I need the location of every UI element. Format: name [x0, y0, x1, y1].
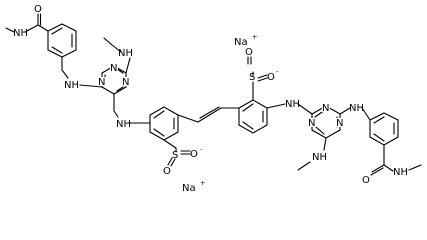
amide-oxygen-right: O	[362, 175, 370, 186]
methylamino-nh-left: NH	[118, 48, 133, 59]
atom-labels: O NH NH NH N N N NH S O O - Na + Na + O …	[13, 4, 408, 194]
sodium-ion-1-charge: +	[200, 179, 205, 187]
triazine-right-n1: N	[322, 103, 329, 114]
sodium-ion-2: Na	[234, 37, 248, 48]
methylamino-nh-right: NH	[312, 152, 327, 163]
sulfonate-1-charge: -	[200, 145, 203, 153]
sodium-ion-1: Na	[182, 183, 196, 194]
triazine-left-n3: N	[122, 77, 129, 88]
chemical-structure-canvas: O NH NH NH N N N NH S O O - Na + Na + O …	[5, 4, 422, 194]
nh-link-2: NH	[116, 119, 131, 130]
bond-lines	[5, 13, 422, 176]
sulfonate-1-oxygen-bottom: O	[163, 166, 171, 177]
nh-link-4: NH	[349, 103, 364, 114]
amide-nh-left: NH	[13, 28, 28, 39]
sulfonate-2-oxygen-right: O	[267, 72, 275, 83]
triazine-left-n2: N	[98, 77, 105, 88]
nh-link-1: NH	[64, 80, 79, 91]
sulfonate-2-charge: -	[276, 67, 279, 75]
triazine-right-n3: N	[336, 118, 343, 129]
amide-oxygen-left: O	[34, 4, 42, 15]
sulfur-1: S	[172, 150, 178, 161]
sulfur-2: S	[249, 72, 255, 83]
nh-link-3: NH	[285, 99, 300, 110]
amide-nh-right: NH	[393, 167, 408, 178]
triazine-left-n1: N	[110, 63, 117, 74]
sodium-ion-2-charge: +	[252, 33, 257, 41]
sulfonate-2-oxygen-top: O	[245, 47, 253, 58]
triazine-right-n2: N	[308, 118, 315, 129]
sulfonate-1-oxygen-right: O	[190, 149, 198, 160]
stilbene-disulfonate-structure: O NH NH NH N N N NH S O O - Na + Na + O …	[5, 4, 422, 194]
